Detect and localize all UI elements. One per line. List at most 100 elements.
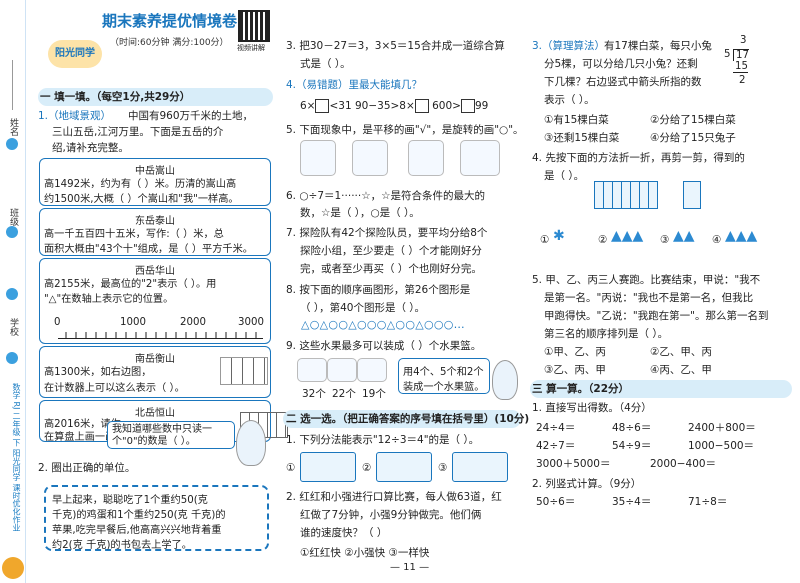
tree-row-icon[interactable]: ▲▲▲ [611, 228, 644, 244]
mountain-title: 南岳衡山 [135, 354, 175, 365]
story-text[interactable]: 早上起来，聪聪吃了1个重约50(克 [52, 495, 208, 506]
mountain-text: 高一千五百四十五米，写作:（ ）米，总 [44, 229, 224, 240]
snowflake-icon[interactable]: ✱ [553, 228, 565, 244]
calc-item[interactable]: 35÷4＝ [612, 496, 652, 508]
option[interactable]: ③还剩15棵白菜 [544, 132, 620, 144]
q4-text: 4.（易错题）里最大能填几？ [286, 79, 423, 91]
qs2-text: 红做了7分钟，小强9分钟做完。他们俩 [300, 509, 482, 521]
option-label[interactable]: ① [540, 234, 550, 246]
option[interactable]: ②乙、甲、丙 [650, 346, 712, 358]
counter-abacus-icon [220, 357, 268, 385]
mountain-text: "△"在数轴上表示它的位置。 [44, 294, 174, 305]
speech-bubble: 我知道哪些数中只读一个"0"的数是（ ）。 [107, 421, 235, 449]
c2-text: 2. 列竖式计算。（9分） [532, 478, 642, 490]
calc-item[interactable]: 2000−400＝ [650, 458, 717, 470]
answer-box[interactable] [460, 99, 475, 113]
option[interactable]: ①甲、乙、丙 [544, 346, 606, 358]
calc-item[interactable]: 42÷7＝ [536, 440, 576, 452]
section-header-bar [530, 380, 792, 398]
option-label[interactable]: ② [362, 462, 372, 474]
option-label[interactable]: ② [598, 234, 608, 246]
option[interactable]: ④丙、乙、甲 [650, 364, 712, 376]
tree-row-icon[interactable]: ▲▲ [673, 228, 695, 244]
tick-label: 2000 [180, 317, 206, 328]
mountain-title: 中岳嵩山 [135, 166, 175, 177]
qs2-options[interactable]: ①红红快 ②小强快 ③一样快 [300, 547, 430, 559]
calc-item[interactable]: 50÷6＝ [536, 496, 576, 508]
q5-text: 甲跑得快。"乙说："我跑在第一"。那么第一名到 [544, 310, 769, 322]
option[interactable]: ②分给了15棵白菜 [650, 114, 736, 126]
option-label[interactable]: ① [286, 462, 296, 474]
q3-text: 3. 把30－27＝3，3×5＝15合并成一道综合算 [286, 40, 505, 52]
story-text[interactable]: 苹果,吃完早餐后,他高高兴兴地背着重 [52, 525, 222, 536]
qs2-text: 谁的速度快？（ ） [300, 527, 388, 539]
calc-item[interactable]: 54÷9＝ [612, 440, 652, 452]
brand-logo-icon [2, 557, 24, 579]
q3-text: 表示（ ）。 [544, 94, 595, 106]
story-text[interactable]: 千克)的鸡蛋和1个重约250(克 千克)的 [52, 510, 226, 521]
qr-code-icon[interactable] [238, 10, 270, 42]
name-label: 姓名 [8, 118, 18, 136]
qs1-text: 1. 下列分法能表示"12÷3＝4"的是（ ）。 [286, 434, 480, 446]
option[interactable]: ①有15棵白菜 [544, 114, 609, 126]
mountain-card: 南岳衡山 高1300米，如右边图， 在计数器上可以这么表示（ ）。 [39, 346, 271, 398]
q4-items: 6×<31 90−35>8× 600>99 [300, 99, 489, 113]
dividend: 17 [733, 49, 749, 61]
mountain-text: 高1300米，如右边图， [44, 367, 152, 378]
q8-text: 8. 按下面的顺序画图形，第26个图形是 [286, 284, 471, 296]
fruit-count: 22个 [332, 388, 356, 400]
binding-dot [6, 352, 18, 364]
binding-dot [6, 288, 18, 300]
fruit-count: 32个 [302, 388, 326, 400]
q6-text: 6. ○÷7＝1······☆，☆是符合条件的最大的 [286, 190, 486, 202]
calc-item[interactable]: 2400＋800＝ [688, 422, 756, 434]
calc-item[interactable]: 3000＋5000＝ [536, 458, 611, 470]
mountain-title: 西岳华山 [135, 266, 175, 277]
q5-text: 5. 下面现象中，是平移的画"√"，是旋转的画"○"。 [286, 124, 524, 136]
mountain-text: 高1492米，约为有（ ）米。历清的嵩山高 [44, 179, 237, 190]
tick-label: 3000 [238, 317, 264, 328]
calc-item[interactable]: 1000−500＝ [688, 440, 755, 452]
q1-tag: 1.（地域景观） [38, 110, 112, 122]
fruit-count: 19个 [362, 388, 386, 400]
mountain-card: 西岳华山 高2155米，最高位的"2"表示（ ）。用 "△"在数轴上表示它的位置… [39, 258, 271, 344]
name-line [12, 60, 13, 110]
header-logo: 阳光同学 [48, 40, 102, 68]
q1-text: 中国有960万千米的土地， [128, 110, 254, 122]
option-label[interactable]: ③ [660, 234, 670, 246]
story-box: 早上起来，聪聪吃了1个重约50(克 千克)的鸡蛋和1个重约250(克 千克)的 … [44, 485, 269, 551]
calc-item[interactable]: 24÷4＝ [536, 422, 576, 434]
grape-image [357, 358, 387, 382]
option[interactable]: ④分给了15只兔子 [650, 132, 736, 144]
q7-text: 7. 探险队有42个探险队员，要平均分给8个 [286, 227, 488, 239]
q9-text: 9. 这些水果最多可以装成（ ）个水果篮。 [286, 340, 482, 352]
long-division: 3 5 17 15 2 [724, 35, 781, 87]
grouping-option-3[interactable] [452, 452, 508, 482]
calc-item[interactable]: 71÷8＝ [688, 496, 728, 508]
number-line[interactable] [58, 331, 263, 339]
calc-item[interactable]: 48÷6＝ [612, 422, 652, 434]
grouping-option-1[interactable] [300, 452, 356, 482]
q1-text: 绍,请补充完整。 [52, 142, 129, 154]
folded-stack-image [683, 181, 701, 209]
section-2-title: 二 选一选。（把正确答案的序号填在括号里）(10分) [286, 413, 530, 425]
q5-text: 第三名的顺序排列是（ ）。 [544, 328, 669, 340]
tree-row-icon[interactable]: ▲▲▲ [725, 228, 758, 244]
story-text[interactable]: 约2(克 千克)的书包去上学了。 [52, 540, 192, 551]
option-label[interactable]: ④ [712, 234, 722, 246]
section-header-bar [283, 410, 521, 428]
section-1-title: 一 填一填。（每空1分,共29分） [40, 91, 191, 103]
q7-text: 完，或者至少再买（ ）个也刚好分完。 [300, 263, 482, 275]
q3-text: 下几棵？右边竖式中箭头所指的数 [544, 76, 702, 88]
answer-box[interactable] [414, 99, 429, 113]
answer-box[interactable] [315, 99, 330, 113]
section-3-title: 三 算一算。（22分） [532, 383, 630, 395]
remainder: 2 [739, 75, 746, 86]
q5-text: 是第一名。"丙说："我也不是第一名，但我比 [544, 292, 754, 304]
option[interactable]: ③乙、丙、甲 [544, 364, 606, 376]
quotient: 3 [740, 35, 747, 46]
qs2-text: 2. 红红和小强进行口算比赛，每人做63道，红 [286, 491, 502, 503]
grouping-option-2[interactable] [376, 452, 432, 482]
option-label[interactable]: ③ [438, 462, 448, 474]
mountain-title: 东岳泰山 [135, 216, 175, 227]
